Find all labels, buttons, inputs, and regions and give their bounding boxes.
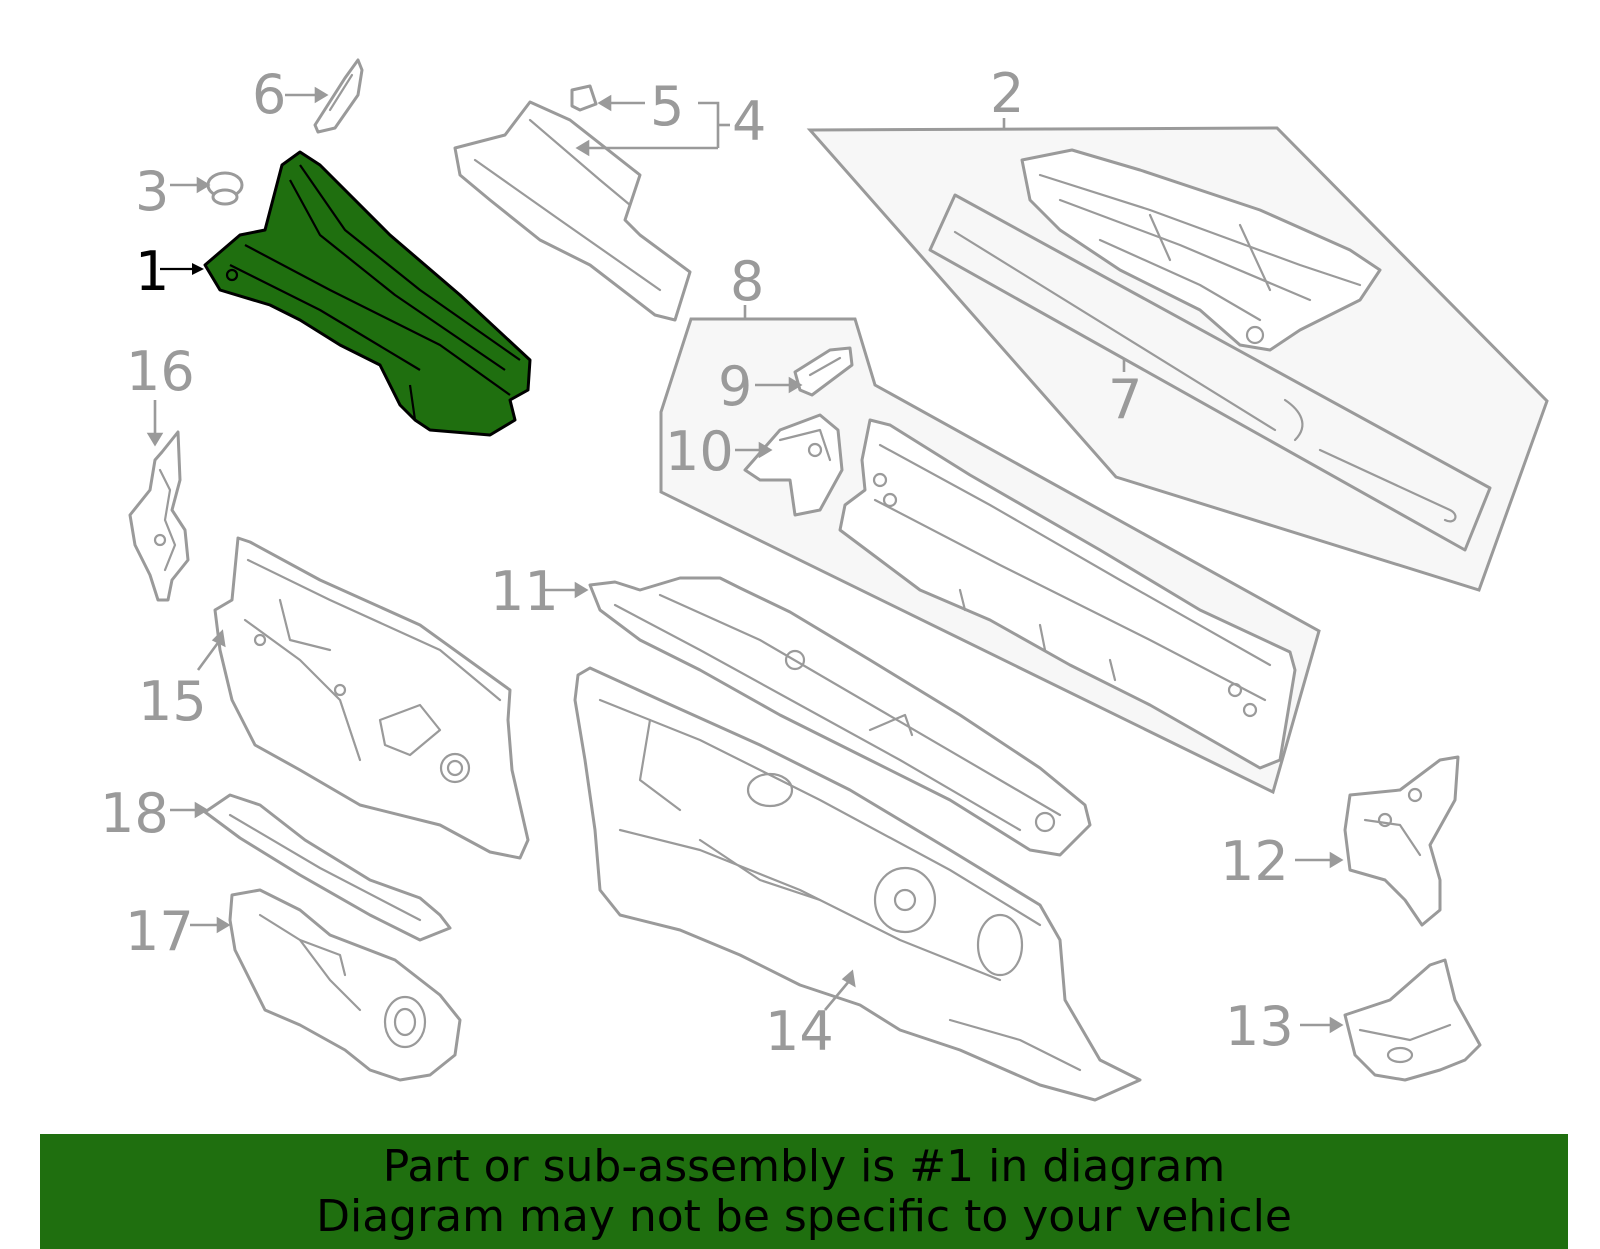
callout-15: 15 <box>138 670 207 733</box>
callout-13: 13 <box>1225 995 1294 1058</box>
part-6-seal[interactable] <box>285 58 364 134</box>
part-12-bracket[interactable] <box>1295 755 1460 927</box>
part-11-cross-member[interactable] <box>545 576 1092 857</box>
callout-12: 12 <box>1220 830 1289 893</box>
callout-9: 9 <box>718 355 752 418</box>
part-16-bracket[interactable] <box>128 400 190 602</box>
banner-line-1: Part or sub-assembly is #1 in diagram <box>382 1140 1226 1192</box>
part-18-strip[interactable] <box>170 793 452 942</box>
part-7-weatherstrip[interactable] <box>928 193 1492 552</box>
callout-1: 1 <box>135 240 169 303</box>
banner-line-2: Diagram may not be specific to your vehi… <box>316 1190 1292 1242</box>
callout-16: 16 <box>126 340 195 403</box>
part-5-clip[interactable] <box>570 84 645 112</box>
callout-5: 5 <box>650 75 684 138</box>
callout-11: 11 <box>490 560 559 623</box>
part-13-bracket[interactable] <box>1300 958 1482 1082</box>
callout-18: 18 <box>100 782 169 845</box>
part-15-dash-insulator[interactable] <box>196 536 530 860</box>
part-14-dash-panel[interactable] <box>573 666 1142 1102</box>
callout-6: 6 <box>252 63 286 126</box>
part-10-bracket[interactable] <box>735 413 844 517</box>
callout-3: 3 <box>135 160 169 223</box>
callout-17: 17 <box>125 900 194 963</box>
callout-10: 10 <box>665 420 734 483</box>
part-2-cowl-cover[interactable] <box>1020 148 1382 352</box>
callout-4: 4 <box>732 90 766 153</box>
callout-14: 14 <box>765 1000 834 1063</box>
part-1-cowl-extension[interactable] <box>160 150 532 437</box>
callout-8: 8 <box>730 250 764 313</box>
part-9-bracket[interactable] <box>755 346 854 397</box>
callout-2: 2 <box>990 62 1024 125</box>
part-8-cowl-panel[interactable] <box>838 418 1297 770</box>
callout-7: 7 <box>1108 368 1142 431</box>
part-3-grommet[interactable] <box>170 171 244 206</box>
part-4-cowl-side[interactable] <box>453 100 730 322</box>
part-17-insulator[interactable] <box>190 888 462 1082</box>
info-banner: Part or sub-assembly is #1 in diagram Di… <box>40 1134 1568 1249</box>
